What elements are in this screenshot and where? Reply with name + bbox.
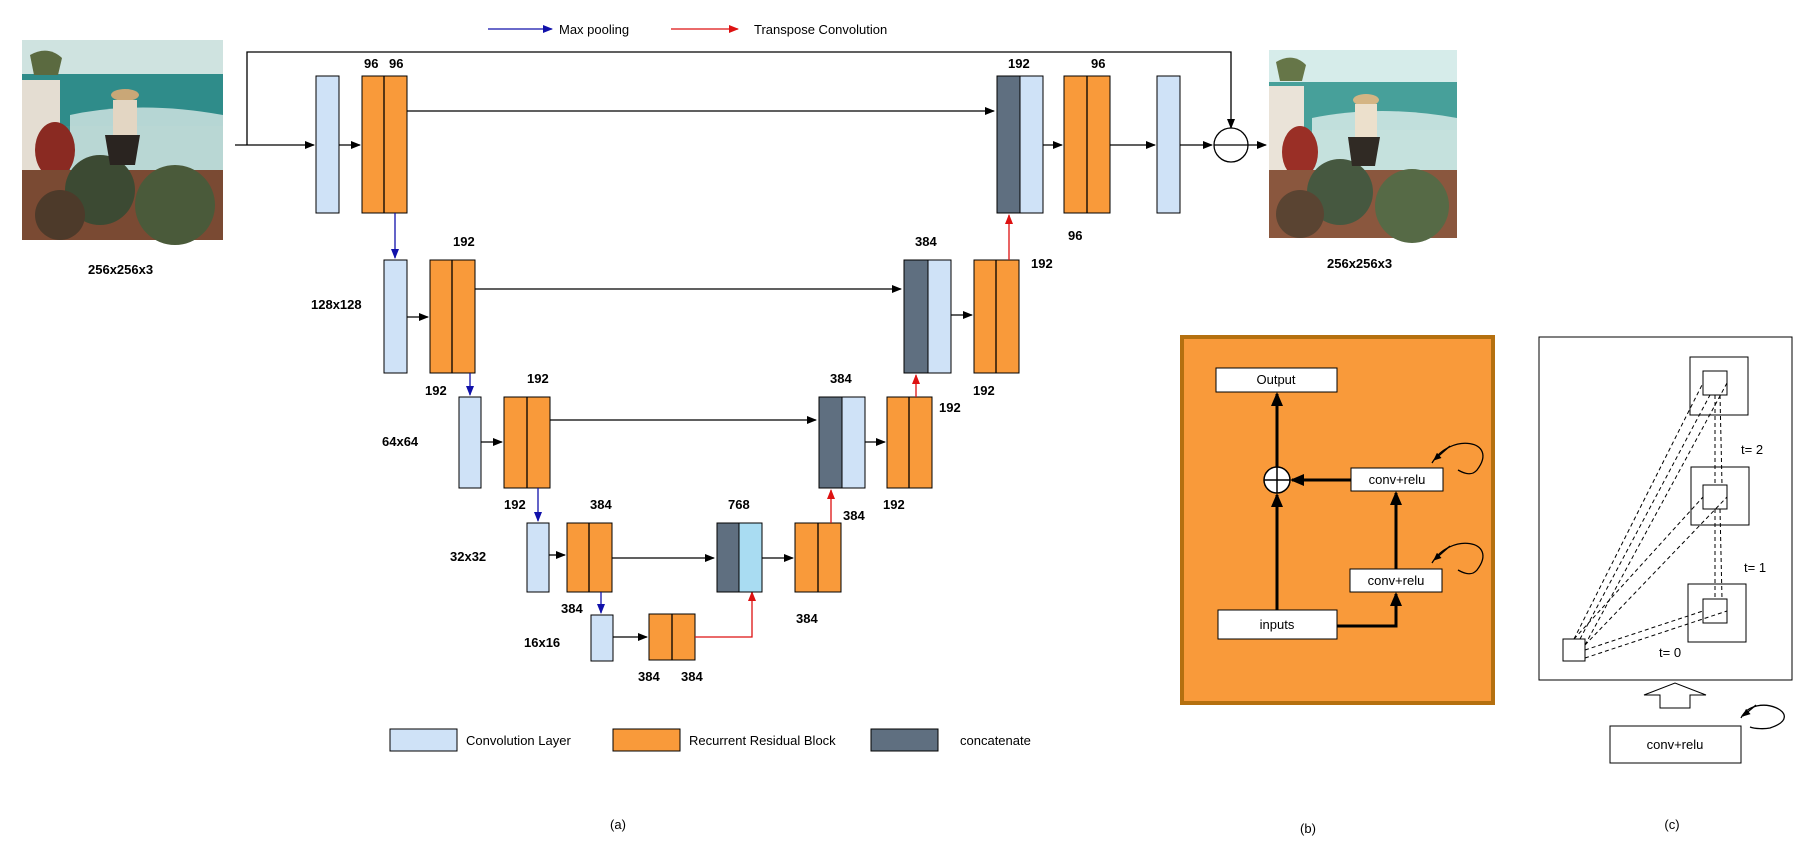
channels-up2-right: 192 xyxy=(1031,256,1053,271)
channels-dec1-bottom: 96 xyxy=(1068,228,1082,243)
sum-node-b-icon xyxy=(1263,466,1291,494)
channels-cat2-top: 192 xyxy=(1008,56,1030,71)
conv-layer-enc3 xyxy=(458,396,482,489)
channels-enc3-top: 192 xyxy=(527,371,549,386)
conv-layer-enc2 xyxy=(383,259,408,374)
channels-up3-bottom: 192 xyxy=(883,497,905,512)
conv-layer-dec3 xyxy=(841,396,866,489)
channels-enc3-bottom: 192 xyxy=(504,497,526,512)
input-size-label: 256x256x3 xyxy=(88,262,153,277)
sum-node-icon xyxy=(1213,127,1249,163)
output-box xyxy=(1215,367,1338,393)
channels-enc4-top: 384 xyxy=(590,497,612,512)
conv-layer-dec4 xyxy=(738,522,763,593)
feed-arrow-icon xyxy=(1643,682,1707,709)
channels-cat3-top: 384 xyxy=(915,234,937,249)
arrow xyxy=(1433,445,1451,461)
conv-layer-final xyxy=(1156,75,1181,214)
channels-dec1-top: 96 xyxy=(1091,56,1105,71)
level-label-128: 128x128 xyxy=(311,297,362,312)
unfolded-frame xyxy=(1538,336,1793,681)
inputs-label: inputs xyxy=(1260,617,1295,632)
channels-enc2-bottom: 192 xyxy=(425,383,447,398)
output-photo xyxy=(1269,50,1457,243)
channels-enc1-b: 96 xyxy=(389,56,403,71)
legend-concatenate: concatenate xyxy=(960,733,1031,748)
output-size-label: 256x256x3 xyxy=(1327,256,1392,271)
legend-top: Max pooling Transpose Convolution xyxy=(488,22,887,37)
conv-relu-top-label: conv+relu xyxy=(1369,472,1426,487)
concat-level4 xyxy=(716,522,740,593)
channels-cat4-top: 384 xyxy=(830,371,852,386)
channels-enc4-bottom: 384 xyxy=(561,601,583,616)
caption-b: (b) xyxy=(1300,821,1316,836)
unit-t1-inner xyxy=(1702,484,1728,510)
conv-relu-bottom-label: conv+relu xyxy=(1368,573,1425,588)
legend-bottom: Convolution Layer Recurrent Residual Blo… xyxy=(389,728,1031,752)
legend-max-pooling: Max pooling xyxy=(559,22,629,37)
inputs-box xyxy=(1217,609,1338,640)
rrb-detail-panel: Output conv+relu conv+relu inputs xyxy=(1180,335,1495,705)
t1-label: t= 1 xyxy=(1744,560,1766,575)
channels-bottleneck-a: 384 xyxy=(638,669,660,684)
conv-relu-c-box xyxy=(1609,725,1742,764)
legend-conv-swatch xyxy=(389,728,458,752)
channels-up4-right: 384 xyxy=(843,508,865,523)
channels-up3-right: 192 xyxy=(939,400,961,415)
output-label: Output xyxy=(1256,372,1295,387)
unfold-connections xyxy=(1573,382,1728,659)
unit-t2-inner xyxy=(1702,370,1728,396)
conv-layer-enc1 xyxy=(315,75,340,214)
concat-level2 xyxy=(903,259,929,374)
unfolded-recurrence-panel: t= 2 t= 1 t= 0 conv+relu xyxy=(1538,336,1793,764)
concat-level1 xyxy=(996,75,1021,214)
recurrence-loop-c-icon xyxy=(1740,704,1785,730)
arrow xyxy=(1337,592,1402,628)
channels-up2-bottom: 192 xyxy=(973,383,995,398)
global-skip-connection xyxy=(246,51,1235,145)
legend-concat-swatch xyxy=(870,728,939,752)
input-photo xyxy=(22,40,223,245)
channels-enc2-top: 192 xyxy=(453,234,475,249)
unit-t2-outer xyxy=(1689,356,1749,416)
level-label-16: 16x16 xyxy=(524,635,560,650)
caption-a: (a) xyxy=(610,817,626,832)
conv-layer-dec1a xyxy=(1019,75,1044,214)
legend-recurrent-residual-block: Recurrent Residual Block xyxy=(689,733,836,748)
rrb-detail-background xyxy=(1180,335,1495,705)
arrow xyxy=(1433,545,1451,561)
channels-bottleneck-b: 384 xyxy=(681,669,703,684)
legend-transpose-convolution: Transpose Convolution xyxy=(754,22,887,37)
unit-t0-inner xyxy=(1702,598,1728,624)
channels-up4-bottom: 384 xyxy=(796,611,818,626)
level-label-64: 64x64 xyxy=(382,434,419,449)
channels-cat5-top: 768 xyxy=(728,497,750,512)
conv-layer-bottleneck xyxy=(590,614,614,662)
concat-level3 xyxy=(818,396,843,489)
legend-rrb-swatch xyxy=(612,728,681,752)
t0-label: t= 0 xyxy=(1659,645,1681,660)
legend-convolution-layer: Convolution Layer xyxy=(466,733,571,748)
caption-c: (c) xyxy=(1664,817,1679,832)
conv-layer-dec2 xyxy=(927,259,952,374)
transpose-conv-bottleneck xyxy=(695,591,756,638)
input-node-box xyxy=(1562,638,1586,662)
arrow xyxy=(1742,704,1757,717)
channels-enc1-a: 96 xyxy=(364,56,378,71)
unet-panel: 96 96 128x128 192 192 64x64 192 192 32x3… xyxy=(235,51,1267,684)
conv-layer-enc4 xyxy=(526,522,550,593)
conv-relu-c-label: conv+relu xyxy=(1647,737,1704,752)
t2-label: t= 2 xyxy=(1741,442,1763,457)
level-label-32: 32x32 xyxy=(450,549,486,564)
